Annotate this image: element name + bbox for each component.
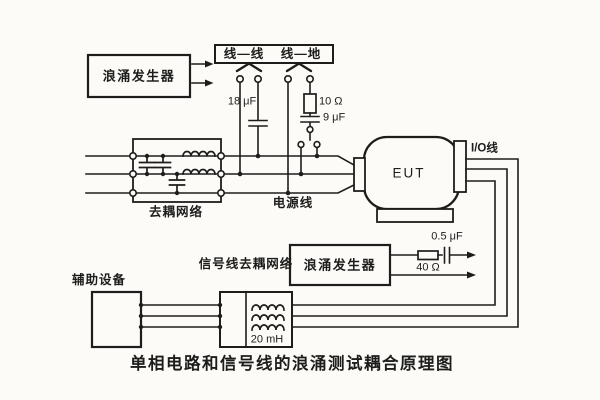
inductor-symbol — [182, 150, 216, 175]
surge-generator-main-label: 浪涌发生器 — [102, 68, 176, 84]
io-line-label: I/O线 — [471, 142, 498, 155]
coupling-branches — [239, 81, 321, 194]
auxiliary-equipment-label: 辅助设备 — [71, 272, 127, 287]
eut-label: EUT — [392, 165, 426, 181]
signal-decoupling-box — [219, 291, 293, 348]
selector-line-ground-label: 线—地 — [280, 46, 322, 61]
selector-pole-terminal — [306, 125, 314, 134]
selector-contact-terminal — [297, 140, 305, 149]
switch-terminal — [236, 75, 314, 84]
arrowhead — [467, 251, 476, 259]
coupling-cap-9uf-label: 9 μF — [323, 111, 346, 124]
signal-lines — [140, 304, 221, 328]
eut-io-connector — [453, 140, 467, 193]
capacitor-18uf-symbol — [248, 81, 268, 157]
surge-generator-signal-box — [288, 243, 476, 287]
figure-caption: 单相电路和信号线的浪涌测试耦合原理图 — [130, 354, 454, 373]
inductor-symbol — [251, 304, 285, 331]
coupling-cap-18uf-label: 18 μF — [227, 95, 257, 108]
arrowhead — [205, 60, 214, 68]
arrowhead — [205, 79, 214, 87]
io-lines — [291, 158, 519, 328]
switch-blade — [235, 62, 313, 73]
surge-generator-signal-label: 浪涌发生器 — [303, 257, 377, 273]
signal-cap-05uf-label: 0.5 μF — [431, 230, 463, 243]
junction-dots — [138, 153, 320, 330]
node-terminal — [129, 152, 226, 198]
eut-base — [376, 208, 454, 223]
resistor-40ohm-symbol — [417, 250, 439, 261]
eut-group — [353, 135, 467, 223]
surge-generator-main-box — [86, 53, 214, 99]
coupling-resistor-10ohm-label: 10 Ω — [319, 95, 343, 108]
coupling-selector-box — [214, 44, 334, 84]
resistor-10ohm-symbol — [303, 81, 317, 114]
arrowhead — [467, 271, 476, 279]
selector-contact-terminal — [313, 140, 321, 149]
auxiliary-equipment-box — [90, 290, 221, 349]
eut-power-connector — [353, 157, 366, 192]
capacitor-05uf-symbol — [437, 246, 468, 264]
decoupling-network-label: 去耦网络 — [148, 204, 204, 219]
capacitor-symbol — [138, 155, 186, 194]
capacitor-9uf-symbol — [300, 112, 320, 127]
inductor-20mh-label: 20 mH — [250, 333, 284, 346]
signal-decoupling-network-label: 信号线去耦网络 — [198, 256, 294, 271]
signal-resistor-40ohm-label: 40 Ω — [416, 261, 440, 274]
decoupling-network-box — [129, 138, 226, 203]
selector-line-line-label: 线—线 — [223, 46, 265, 61]
power-line-label: 电源线 — [272, 195, 314, 210]
